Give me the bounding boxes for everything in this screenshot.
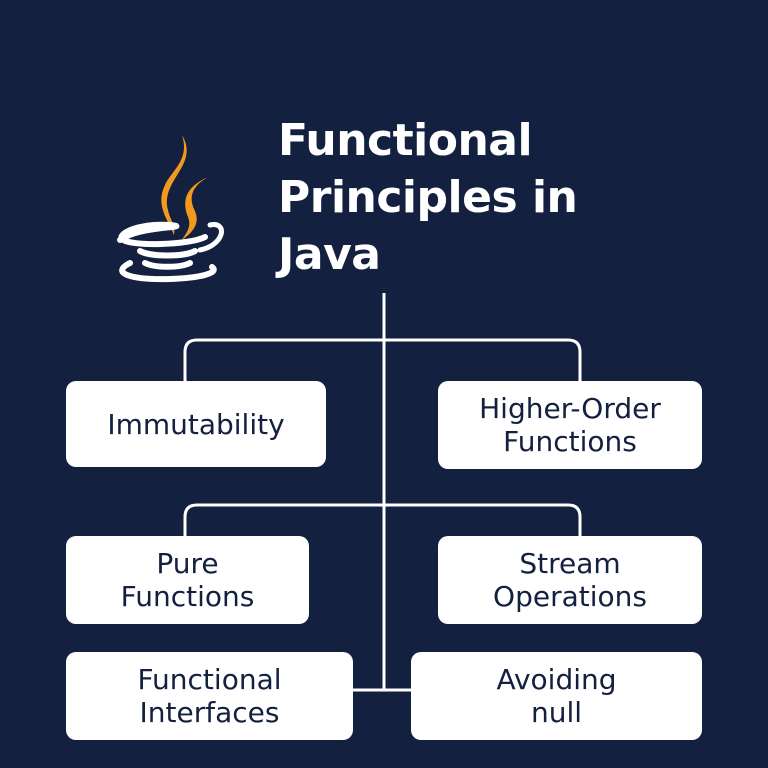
node-label: Functions: [120, 580, 255, 613]
node-pure-functions: Pure Functions: [66, 536, 309, 624]
node-label: null: [530, 696, 583, 729]
bracket-top: [183, 338, 582, 381]
node-label: Avoiding: [496, 663, 617, 696]
node-label: Stream: [519, 547, 621, 580]
title-line: Java: [278, 229, 381, 280]
node-label: Operations: [493, 580, 647, 613]
page-title: Functional Principles in Java: [278, 112, 578, 283]
node-functional-interfaces: Functional Interfaces: [66, 652, 353, 740]
node-label: Pure: [156, 547, 219, 580]
node-label: Functional: [137, 663, 282, 696]
node-higher-order-functions: Higher-Order Functions: [438, 381, 702, 469]
node-label: Immutability: [107, 407, 285, 441]
node-label: Higher-Order: [479, 392, 661, 425]
java-coffee-cup-icon: [117, 135, 224, 283]
node-immutability: Immutability: [66, 381, 326, 467]
title-line: Functional: [278, 115, 533, 166]
title-line: Principles in: [278, 172, 578, 223]
node-label: Functions: [503, 425, 637, 458]
node-avoiding-null: Avoiding null: [411, 652, 702, 740]
bracket-middle: [183, 503, 582, 536]
node-stream-operations: Stream Operations: [438, 536, 702, 624]
node-label: Interfaces: [139, 696, 280, 729]
